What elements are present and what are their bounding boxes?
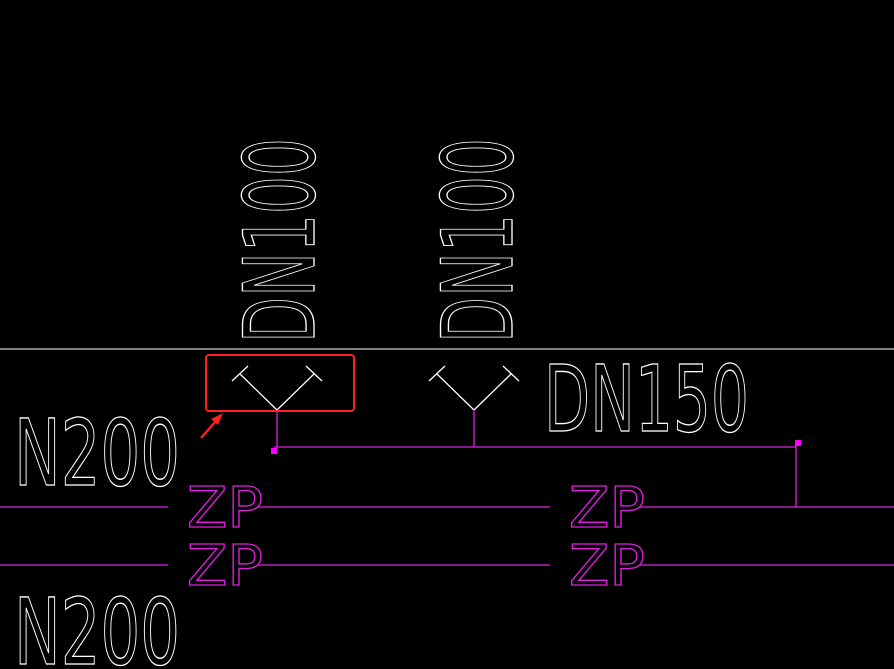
zp-tag-upper-right[interactable]: ZP: [568, 475, 645, 541]
pipe-size-label-n200-top[interactable]: N200: [13, 399, 180, 507]
floor-drain-symbol-right[interactable]: [428, 365, 520, 411]
floor-drain-symbol-left[interactable]: [231, 365, 323, 412]
zp-tag-lower-right[interactable]: ZP: [568, 533, 645, 599]
pipe-size-label-dn150[interactable]: DN150: [543, 345, 749, 453]
grip-point-right[interactable]: [795, 440, 801, 446]
highlight-arrow: [200, 413, 223, 439]
zp-tag-lower-left[interactable]: ZP: [186, 533, 263, 599]
pipe-size-label-dn100-right[interactable]: DN100: [421, 137, 536, 343]
branch-pipe-network[interactable]: [274, 410, 797, 507]
grip-point-left[interactable]: [271, 448, 277, 454]
pipe-size-label-dn100-left[interactable]: DN100: [223, 137, 338, 343]
zp-tag-upper-left[interactable]: ZP: [186, 475, 263, 541]
highlight-box: [205, 354, 355, 412]
pipe-size-label-n200-bottom[interactable]: N200: [13, 578, 180, 669]
